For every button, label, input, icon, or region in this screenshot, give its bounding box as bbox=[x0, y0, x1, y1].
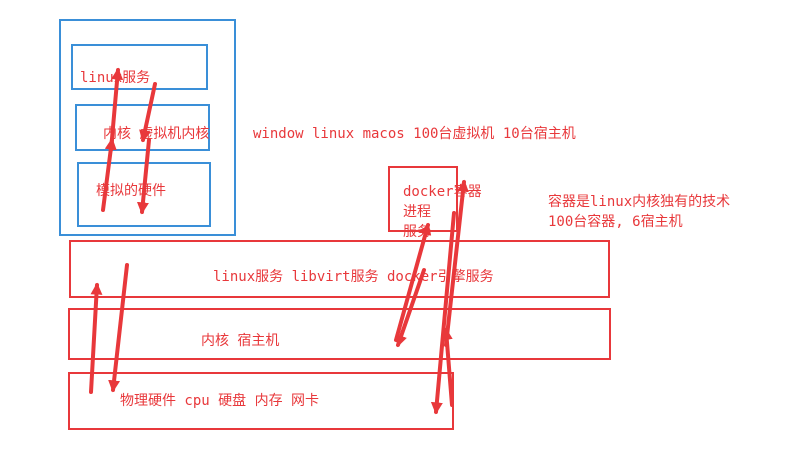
vm-linux-service-label: linux服务 bbox=[80, 70, 151, 86]
container-note-line2: 100台容器, 6宿主机 bbox=[548, 214, 683, 230]
host-kernel-box bbox=[68, 308, 611, 360]
vm-outer-box bbox=[59, 19, 236, 236]
vm-linux-service-box bbox=[71, 44, 208, 90]
host-services-box bbox=[69, 240, 610, 298]
docker-process-label: 进程 bbox=[403, 204, 431, 220]
vm-kernel-label: 内核 虚拟机内核 bbox=[103, 126, 210, 142]
docker-service-label: 服务 bbox=[403, 224, 431, 240]
container-note-line1: 容器是linux内核独有的技术 bbox=[548, 194, 731, 210]
host-kernel-label: 内核 宿主机 bbox=[201, 333, 280, 349]
vm-virtual-hardware-label: 模拟的硬件 bbox=[96, 183, 166, 199]
host-hardware-label: 物理硬件 cpu 硬盘 内存 网卡 bbox=[120, 393, 320, 409]
docker-container-label: docker容器 bbox=[403, 184, 482, 200]
os-note: window linux macos 100台虚拟机 10台宿主机 bbox=[253, 126, 576, 142]
host-services-label: linux服务 libvirt服务 docker引擎服务 bbox=[213, 269, 494, 285]
